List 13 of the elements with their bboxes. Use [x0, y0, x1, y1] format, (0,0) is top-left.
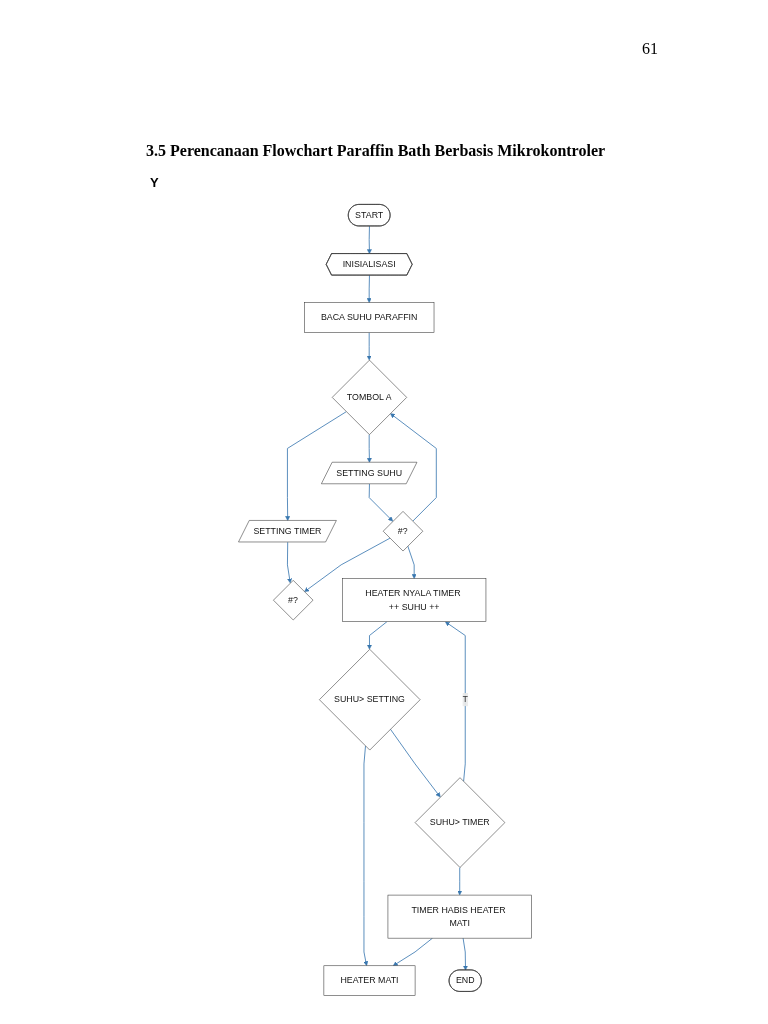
node-box: TIMER HABIS HEATER MATI	[387, 894, 532, 939]
branch-label: Y	[150, 175, 159, 190]
edge-label: T	[462, 694, 468, 705]
node-diamond: SUHU> SETTING	[319, 649, 421, 751]
node-diamond: #?	[273, 580, 314, 621]
node-box: HEATER NYALA TIMER ++ SUHU ++	[342, 578, 487, 622]
node-diamond: SUHU> TIMER	[414, 777, 506, 868]
section-title: 3.5 Perencanaan Flowchart Paraffin Bath Berbasis Mikrokontroler	[146, 142, 607, 160]
node-diamond: TOMBOL A	[331, 359, 407, 435]
node-box: BACA SUHU PARAFFIN	[304, 302, 435, 333]
page-number: 61	[642, 40, 658, 58]
node-box: HEATER MATI	[323, 965, 416, 996]
node-diamond: #?	[382, 511, 424, 552]
